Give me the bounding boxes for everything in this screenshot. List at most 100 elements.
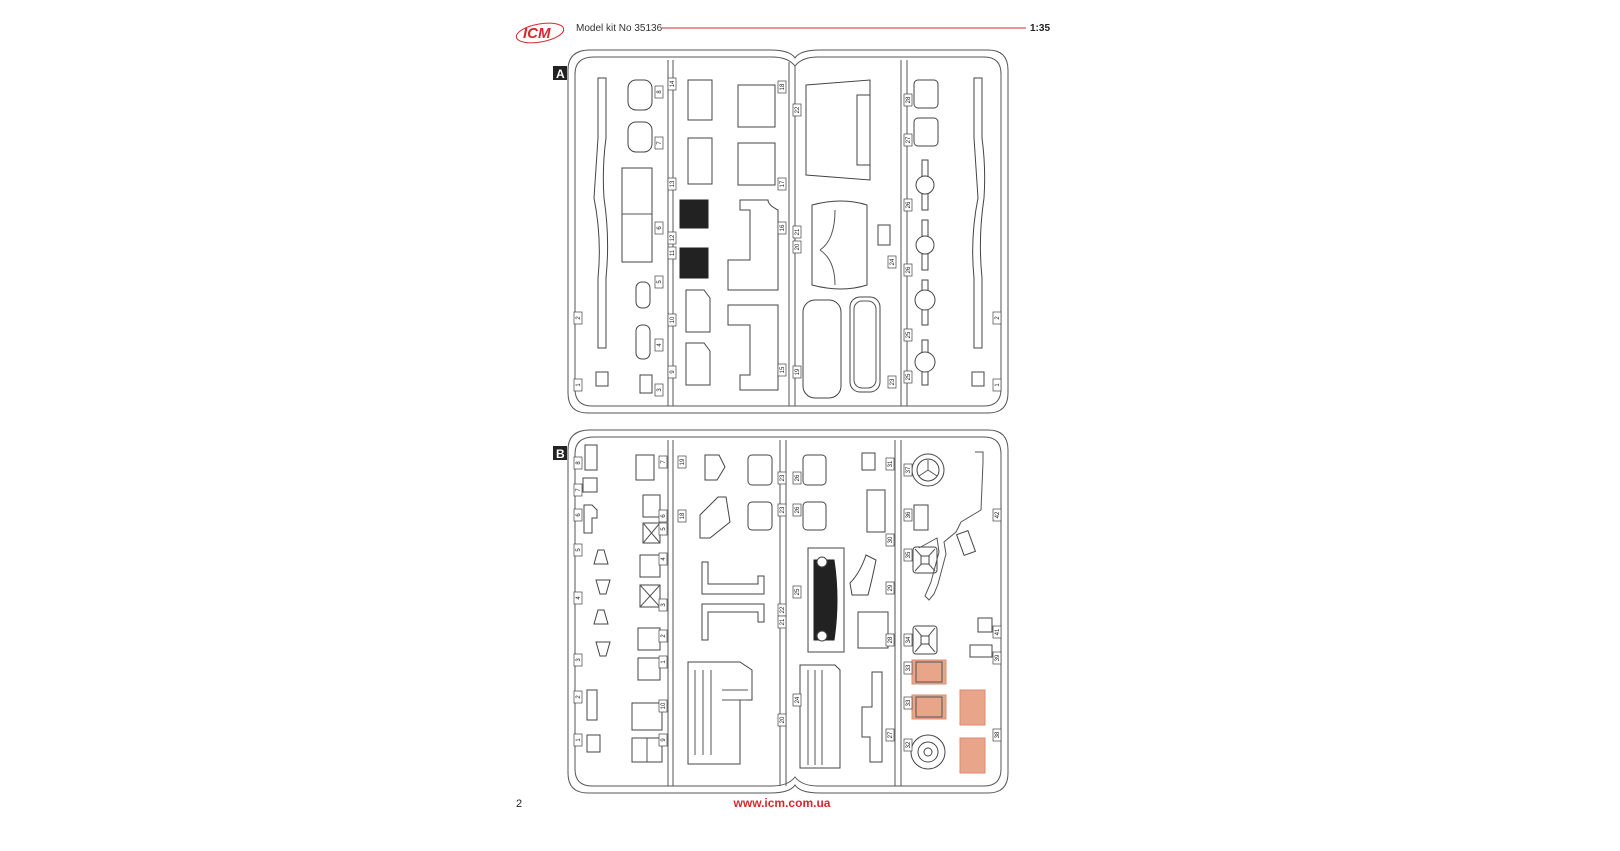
part-bracket-x bbox=[912, 625, 938, 655]
part-number-label: 39 bbox=[992, 651, 1002, 665]
part-panel bbox=[799, 664, 841, 769]
part-number: 23 bbox=[780, 506, 786, 513]
part-number: 25 bbox=[795, 588, 801, 595]
part bbox=[699, 496, 731, 539]
part-pad bbox=[627, 121, 653, 153]
part-number-label: 13 bbox=[667, 177, 677, 191]
part-pad bbox=[627, 79, 653, 111]
part-number: 2 bbox=[576, 695, 582, 699]
part-number: 14 bbox=[670, 80, 676, 87]
part-number-label: 1 bbox=[573, 378, 583, 392]
chassis-rail-left bbox=[593, 77, 609, 349]
part-number-label: 29 bbox=[885, 581, 895, 595]
part-number-label: 32 bbox=[903, 738, 913, 752]
part-number: 26 bbox=[906, 266, 912, 273]
part-number: 15 bbox=[780, 366, 786, 373]
part-number-label: 3 bbox=[654, 383, 664, 397]
part-axle bbox=[915, 159, 935, 211]
part-number: 9 bbox=[670, 370, 676, 374]
part-number-label: 33 bbox=[903, 661, 913, 675]
part-lamp bbox=[595, 641, 611, 657]
part-number: 22 bbox=[780, 606, 786, 613]
part bbox=[582, 477, 598, 493]
part-number-label: 28 bbox=[903, 93, 913, 107]
part-number-label: 4 bbox=[573, 591, 583, 605]
part-number: 6 bbox=[657, 226, 663, 230]
sprue-letter: A bbox=[556, 67, 565, 81]
part-number-label: 15 bbox=[777, 363, 787, 377]
part-number: 8 bbox=[576, 461, 582, 465]
part-wheel-hub bbox=[911, 453, 945, 487]
part-number: 23 bbox=[890, 378, 896, 385]
chassis-rail-right bbox=[972, 77, 986, 349]
part-number-label: 2 bbox=[573, 690, 583, 704]
logo-text: ICM bbox=[523, 25, 551, 42]
part-door bbox=[621, 167, 653, 263]
part-seat bbox=[802, 501, 827, 531]
part-number-label: 2 bbox=[658, 629, 668, 643]
part-pad bbox=[913, 79, 939, 109]
part-number: 23 bbox=[780, 474, 786, 481]
part-number: 22 bbox=[795, 106, 801, 113]
part-axle bbox=[914, 339, 936, 386]
part-number: 18 bbox=[780, 83, 786, 90]
part-number: 27 bbox=[888, 731, 894, 738]
part-number-label: 9 bbox=[658, 733, 668, 747]
part-number-label: 11 bbox=[667, 246, 677, 260]
part-number-label: 5 bbox=[654, 275, 664, 289]
part-number-label: 9 bbox=[667, 365, 677, 379]
part-black-track bbox=[813, 559, 838, 641]
part bbox=[971, 371, 985, 387]
sprue-b: B bbox=[553, 429, 1009, 794]
part-seat bbox=[802, 454, 827, 486]
part-number-label: 6 bbox=[654, 221, 664, 235]
part-number-label: 41 bbox=[992, 625, 1002, 639]
part-number: 1 bbox=[576, 383, 582, 387]
part-number: 42 bbox=[995, 511, 1001, 518]
part-number: 33 bbox=[906, 699, 912, 706]
part-number: 27 bbox=[906, 136, 912, 143]
part-number: 19 bbox=[795, 368, 801, 375]
highlighted-part bbox=[959, 689, 986, 726]
part-crossed-plate bbox=[642, 522, 661, 544]
part-lamp bbox=[595, 579, 611, 595]
part bbox=[639, 374, 653, 394]
part-number-label: 22 bbox=[777, 603, 787, 617]
part-number-label: 5 bbox=[573, 543, 583, 557]
part-window bbox=[802, 299, 842, 399]
part-number: 1 bbox=[995, 383, 1001, 387]
part-number-label: 6 bbox=[658, 509, 668, 523]
part-number-label: 23 bbox=[777, 503, 787, 517]
part-number-label: 19 bbox=[677, 455, 687, 469]
sprue-letter-box bbox=[553, 66, 567, 80]
part-number: 9 bbox=[661, 738, 667, 742]
part-number: 2 bbox=[661, 634, 667, 638]
part-number-label: 26 bbox=[903, 263, 913, 277]
part-number: 1 bbox=[576, 738, 582, 742]
part-number: 3 bbox=[657, 388, 663, 392]
part-number: 36 bbox=[906, 511, 912, 518]
part-number-label: 23 bbox=[887, 375, 897, 389]
part-number: 29 bbox=[888, 584, 894, 591]
part bbox=[586, 689, 598, 721]
sprue-letter: B bbox=[556, 447, 565, 461]
part-number-label: 5 bbox=[658, 522, 668, 536]
part-number: 4 bbox=[657, 343, 663, 347]
part-engine bbox=[737, 84, 776, 128]
part-number-label: 8 bbox=[573, 456, 583, 470]
part-number-label: 26 bbox=[792, 503, 802, 517]
part-number-label: 27 bbox=[885, 728, 895, 742]
part-number: 28 bbox=[906, 96, 912, 103]
part-number-label: 36 bbox=[903, 508, 913, 522]
part bbox=[913, 504, 929, 531]
website-link[interactable]: www.icm.com.ua bbox=[733, 796, 831, 810]
part bbox=[969, 644, 993, 658]
part-number: 26 bbox=[906, 201, 912, 208]
part-number: 7 bbox=[661, 460, 667, 464]
part-number: 11 bbox=[670, 249, 676, 256]
part-number: 32 bbox=[906, 741, 912, 748]
part-engine bbox=[737, 142, 776, 186]
part-exhaust bbox=[918, 451, 984, 601]
part-number-label: 18 bbox=[777, 80, 787, 94]
part-number-label: 28 bbox=[885, 633, 895, 647]
